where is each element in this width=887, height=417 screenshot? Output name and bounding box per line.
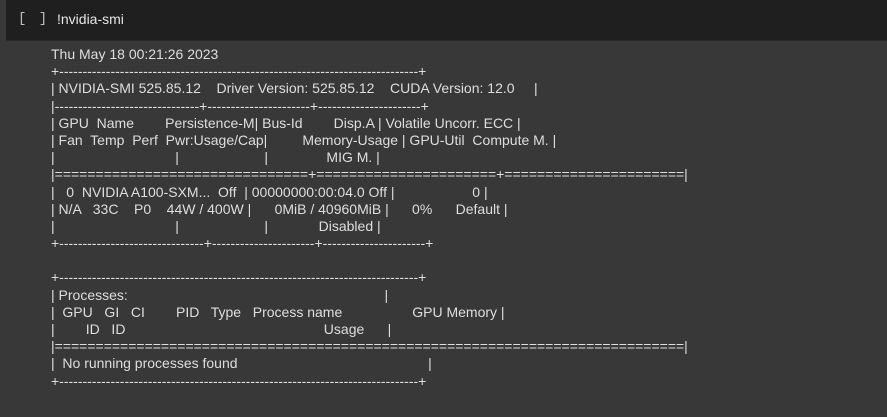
code-editor-text[interactable]: !nvidia-smi (57, 11, 124, 27)
output-timestamp: Thu May 18 00:21:26 2023 (51, 46, 219, 62)
output-line: | ID ID Usage | (51, 321, 392, 337)
run-cell-button[interactable]: [ ] (18, 11, 50, 27)
output-line: | Processes: | (51, 286, 389, 303)
output-line: | No running processes found | (51, 355, 432, 372)
output-line: +---------------------------------------… (51, 372, 427, 389)
output-line: | NVIDIA-SMI 525.85.12 Driver Version: 5… (51, 80, 538, 97)
output-line: | | | MIG M. | (51, 149, 380, 166)
output-line: +---------------------------------------… (51, 269, 427, 286)
output-line: +-------------------------------+-------… (51, 235, 434, 252)
output-line: | GPU GI CI PID Type Process name GPU Me… (51, 303, 505, 320)
output-line: | Fan Temp Perf Pwr:Usage/Cap| Memory-Us… (51, 131, 557, 148)
output-line: | | | Disabled | (51, 217, 381, 234)
output-line: |-------------------------------+-------… (51, 97, 429, 114)
output-line (51, 252, 881, 269)
output-line: |===============================+=======… (51, 166, 688, 183)
cell-output: Thu May 18 00:21:26 2023 +--------------… (51, 46, 881, 406)
output-line: |=======================================… (51, 338, 688, 355)
output-line: +---------------------------------------… (51, 63, 427, 80)
output-line: | N/A 33C P0 44W / 400W | 0MiB / 40960Mi… (51, 200, 508, 217)
output-line: | GPU Name Persistence-M| Bus-Id Disp.A … (51, 114, 521, 131)
output-line: | 0 NVIDIA A100-SXM... Off | 00000000:00… (51, 183, 488, 200)
code-cell-input[interactable]: [ ] !nvidia-smi (6, 0, 887, 41)
